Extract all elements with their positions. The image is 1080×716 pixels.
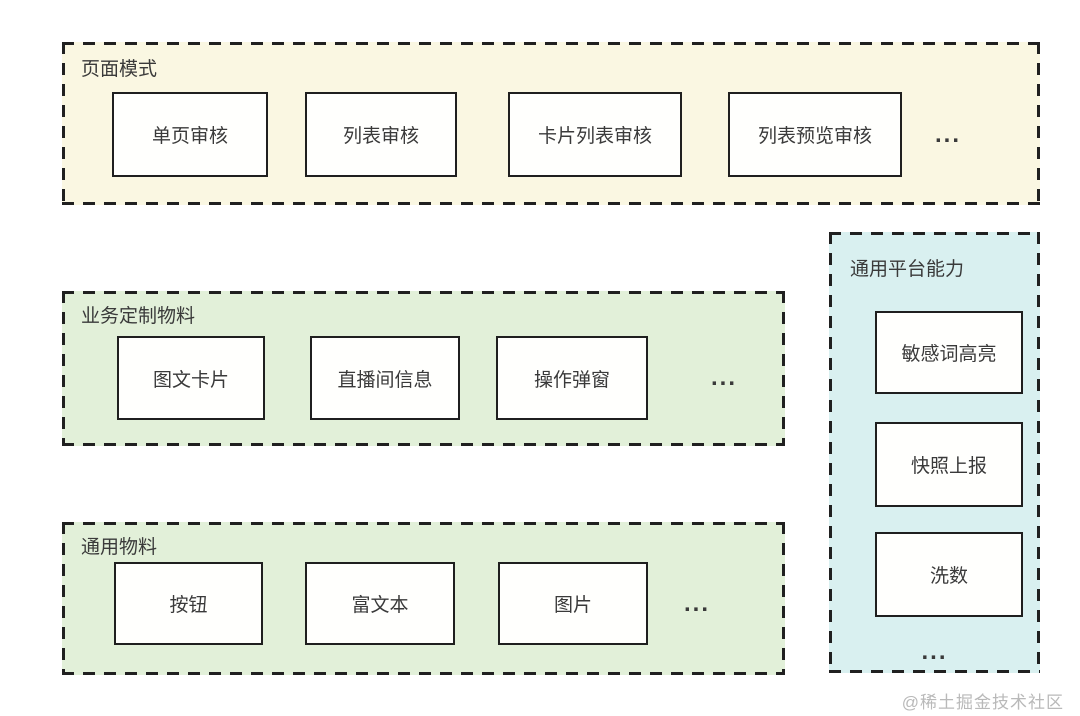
group-title-common-materials: 通用物料 (81, 537, 158, 558)
group-platform-capabilities: 通用平台能力 敏感词高亮 快照上报 洗数 ... (829, 232, 1040, 673)
node-live-room-info: 直播间信息 (310, 336, 460, 420)
node-data-cleaning: 洗数 (875, 532, 1023, 617)
group-title-business-materials: 业务定制物料 (81, 306, 196, 327)
more-indicator: ... (921, 638, 948, 665)
node-snapshot-report: 快照上报 (875, 422, 1023, 507)
watermark: @稀土掘金技术社区 (901, 693, 1064, 712)
node-sensitive-word-highlight: 敏感词高亮 (875, 311, 1023, 394)
more-indicator: ... (683, 589, 710, 617)
node-card-list-review: 卡片列表审核 (508, 92, 682, 177)
node-image-text-card: 图文卡片 (117, 336, 265, 420)
node-list-preview-review: 列表预览审核 (728, 92, 902, 177)
node-single-page-review: 单页审核 (112, 92, 268, 177)
group-page-modes: 页面模式 单页审核 列表审核 卡片列表审核 列表预览审核 ... (62, 42, 1040, 205)
group-business-materials: 业务定制物料 图文卡片 直播间信息 操作弹窗 ... (62, 291, 785, 446)
group-title-platform-capabilities: 通用平台能力 (850, 259, 965, 280)
more-indicator: ... (934, 120, 961, 148)
node-rich-text: 富文本 (305, 562, 455, 645)
more-indicator: ... (710, 364, 737, 391)
node-button: 按钮 (114, 562, 263, 645)
group-title-page-modes: 页面模式 (81, 59, 158, 80)
node-action-modal: 操作弹窗 (496, 336, 648, 420)
node-list-review: 列表审核 (305, 92, 457, 177)
group-common-materials: 通用物料 按钮 富文本 图片 ... (62, 522, 785, 675)
node-image: 图片 (498, 562, 648, 645)
